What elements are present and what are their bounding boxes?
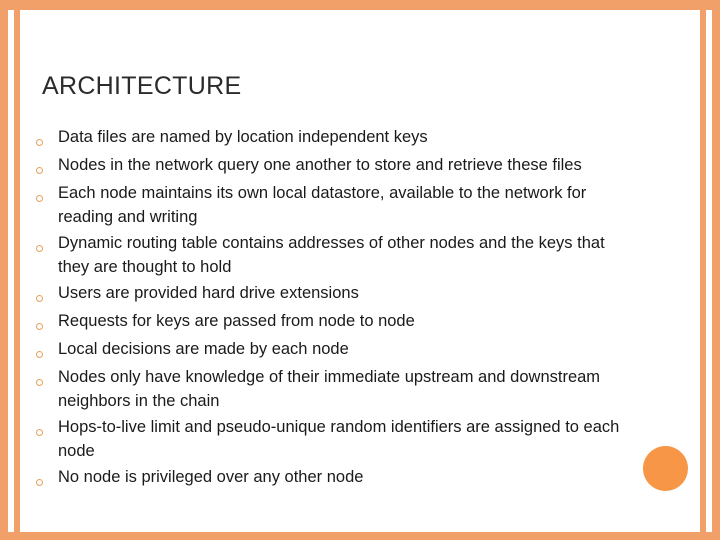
list-item-text: Local decisions are made by each node: [58, 340, 349, 358]
list-item-text: Nodes in the network query one another t…: [58, 156, 582, 174]
decorative-bottom-bar: [0, 532, 720, 540]
list-item: Local decisions are made by each node: [36, 338, 636, 363]
list-item-text: Dynamic routing table contains addresses…: [58, 234, 605, 276]
list-item-text: Requests for keys are passed from node t…: [58, 312, 415, 330]
bullet-ring-icon: [36, 366, 58, 391]
list-item: Nodes in the network query one another t…: [36, 154, 636, 179]
bullet-ring-icon: [36, 466, 58, 491]
list-item-text: Nodes only have knowledge of their immed…: [58, 368, 601, 410]
decorative-top-bar: [0, 0, 720, 10]
bullet-list: Data files are named by location indepen…: [36, 126, 636, 494]
decorative-left-outer-bar: [0, 0, 8, 540]
bullet-ring-icon: [36, 310, 58, 335]
list-item-text: Data files are named by location indepen…: [58, 128, 428, 146]
list-item-text: Users are provided hard drive extensions: [58, 284, 359, 302]
list-item: Hops-to-live limit and pseudo-unique ran…: [36, 416, 636, 463]
bullet-ring-icon: [36, 232, 58, 257]
bullet-ring-icon: [36, 154, 58, 179]
list-item: No node is privileged over any other nod…: [36, 466, 636, 491]
decorative-right-inner-bar: [700, 0, 706, 540]
list-item: Data files are named by location indepen…: [36, 126, 636, 151]
decorative-right-outer-bar: [712, 0, 720, 540]
decorative-left-inner-bar: [14, 0, 20, 540]
list-item: Nodes only have knowledge of their immed…: [36, 366, 636, 413]
bullet-ring-icon: [36, 338, 58, 363]
bullet-ring-icon: [36, 282, 58, 307]
list-item: Requests for keys are passed from node t…: [36, 310, 636, 335]
list-item: Each node maintains its own local datast…: [36, 182, 636, 229]
list-item-text: No node is privileged over any other nod…: [58, 468, 364, 486]
list-item: Users are provided hard drive extensions: [36, 282, 636, 307]
bullet-ring-icon: [36, 126, 58, 151]
list-item-text: Each node maintains its own local datast…: [58, 184, 587, 226]
list-item-text: Hops-to-live limit and pseudo-unique ran…: [58, 418, 620, 460]
decorative-accent-circle: [643, 446, 688, 491]
bullet-ring-icon: [36, 182, 58, 207]
bullet-ring-icon: [36, 416, 58, 441]
slide-title: ARCHITECTURE: [42, 72, 242, 100]
list-item: Dynamic routing table contains addresses…: [36, 232, 636, 279]
